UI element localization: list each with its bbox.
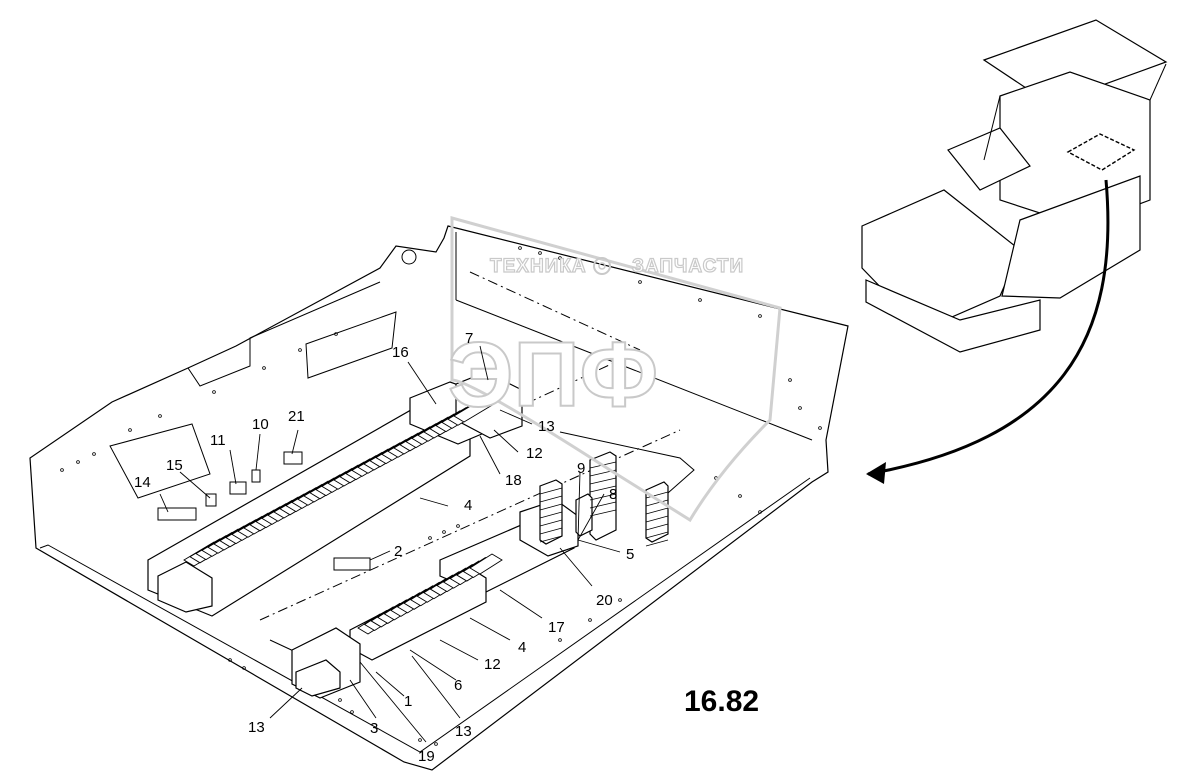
relay-rib: [589, 493, 617, 501]
callout-2: 2: [394, 543, 402, 560]
callout-7: 7: [465, 330, 473, 347]
callout-14: 14: [134, 474, 151, 491]
fuse-slat: [469, 553, 503, 575]
watermark-logo: ЭПФ: [448, 324, 658, 426]
gear-icon: [593, 257, 611, 275]
callout-5: 5: [626, 546, 634, 563]
callout-10: 10: [252, 416, 269, 433]
callout-19: 19: [418, 748, 435, 765]
paver-machine-inset: [861, 19, 1168, 484]
relay-rib: [539, 503, 563, 511]
watermark-text-right: ЗАПЧАСТИ: [632, 256, 744, 277]
figure-number: 16.82: [684, 685, 759, 718]
relay-rib: [645, 523, 669, 531]
upper-fuse-rail: [147, 371, 523, 617]
watermark: ТЕХНИКА ЗАПЧАСТИ ЭПФ: [447, 216, 782, 523]
relay-rib: [645, 531, 669, 539]
callout-8: 8: [609, 486, 617, 503]
relay-rib: [539, 511, 563, 519]
callout-13-top: 13: [538, 418, 555, 435]
callout-1: 1: [404, 693, 412, 710]
callout-21: 21: [288, 408, 305, 425]
callout-9: 9: [577, 460, 585, 477]
leader-lines: [159, 345, 621, 743]
relay-rib: [539, 487, 563, 495]
callout-15: 15: [166, 457, 183, 474]
relay-rib: [645, 515, 669, 523]
callout-20: 20: [596, 592, 613, 609]
callout-13-left: 13: [248, 719, 265, 736]
callout-4-bottom: 4: [518, 639, 526, 656]
callout-13-bottom: 13: [455, 723, 472, 740]
relay-rib: [539, 527, 563, 535]
callout-12-top: 12: [526, 445, 543, 462]
relay-rib: [645, 499, 669, 507]
watermark-text-left: ТЕХНИКА: [490, 256, 587, 277]
fuse-slat: [453, 397, 495, 423]
callout-4-top: 4: [464, 497, 472, 514]
relay-rib: [589, 509, 617, 517]
callout-6: 6: [454, 677, 462, 694]
fuse-clips: [157, 451, 371, 571]
callout-12-bottom: 12: [484, 656, 501, 673]
callout-16: 16: [392, 344, 409, 361]
relay-rib: [589, 501, 617, 509]
callout-18: 18: [505, 472, 522, 489]
callout-3: 3: [370, 720, 378, 737]
relay-rib: [589, 485, 617, 493]
callout-17: 17: [548, 619, 565, 636]
callout-11: 11: [210, 432, 226, 449]
relay-rib: [589, 477, 617, 485]
relay-rib: [645, 491, 669, 499]
relay-rib: [539, 495, 563, 503]
relay-rib: [539, 519, 563, 527]
relay-rib: [645, 539, 669, 547]
callout-labels: 16 7 13 12 18 21 10 11 15 14 4 9 8 5 2 2…: [134, 330, 634, 765]
relay-rib: [645, 507, 669, 515]
relay-rib: [539, 535, 563, 543]
